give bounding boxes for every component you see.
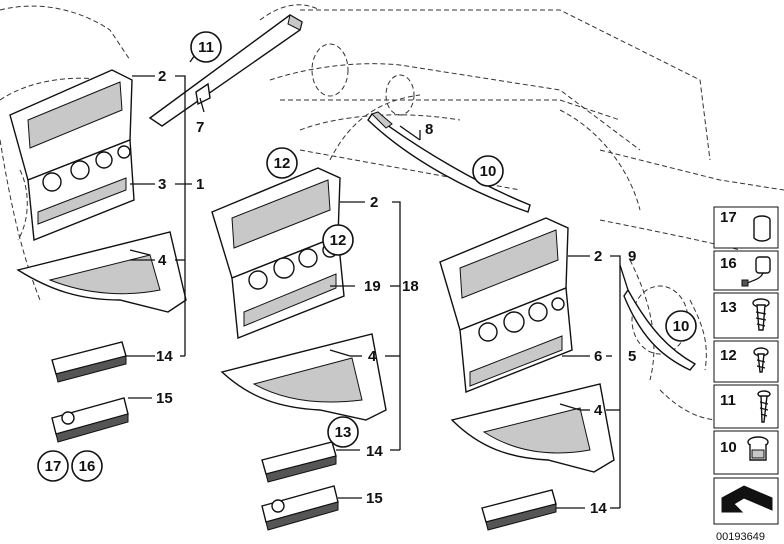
clip-icon — [747, 436, 769, 461]
circled-label-16: 16 — [71, 450, 103, 482]
small-trim-part — [623, 288, 697, 371]
side-part-10: 10 — [713, 430, 779, 475]
console-assembly-right — [439, 217, 615, 531]
label-2-left: 2 — [158, 68, 166, 85]
svg-text:16: 16 — [720, 255, 737, 272]
side-parts-legend: 17 16 13 — [713, 206, 779, 543]
circled-label-17: 17 — [37, 450, 69, 482]
reference-number: 00193649 — [716, 531, 765, 543]
svg-text:16: 16 — [79, 458, 96, 475]
svg-text:10: 10 — [720, 439, 737, 456]
trim-strip-part — [148, 14, 303, 127]
side-part-16: 16 — [713, 250, 779, 291]
side-part-17: 17 — [713, 206, 779, 249]
label-14-right: 14 — [590, 500, 607, 517]
label-3: 3 — [158, 176, 166, 193]
label-14-middle: 14 — [366, 443, 383, 460]
svg-text:12: 12 — [330, 232, 347, 249]
screw-icon — [752, 298, 770, 331]
label-8: 8 — [425, 121, 433, 138]
console-assembly-middle — [211, 167, 387, 531]
label-14-left: 14 — [156, 348, 173, 365]
label-4-right: 4 — [594, 402, 603, 419]
console-assembly-left — [9, 69, 187, 443]
side-part-12: 12 — [713, 340, 779, 383]
long-screw-icon — [757, 390, 771, 423]
label-9: 9 — [628, 248, 636, 265]
socket-cap-icon — [753, 215, 771, 242]
label-1: 1 — [196, 176, 204, 193]
svg-text:13: 13 — [720, 299, 737, 316]
leader-lines — [126, 51, 629, 509]
label-15-middle: 15 — [366, 490, 383, 507]
svg-text:17: 17 — [45, 458, 62, 475]
door-handle-part — [367, 111, 531, 213]
svg-text:12: 12 — [274, 155, 291, 172]
circled-label-12-side: 12 — [322, 224, 354, 256]
svg-text:13: 13 — [335, 424, 352, 441]
side-part-11: 11 — [713, 384, 779, 429]
svg-text:12: 12 — [720, 347, 737, 364]
circled-label-10-right: 10 — [665, 310, 697, 342]
circled-label-11: 11 — [190, 31, 222, 63]
circled-label-13: 13 — [327, 416, 359, 448]
svg-text:10: 10 — [673, 318, 690, 335]
label-2-middle: 2 — [370, 194, 378, 211]
circled-label-10-top: 10 — [472, 155, 504, 187]
arrow-icon — [721, 485, 773, 513]
label-19: 19 — [364, 278, 381, 295]
svg-text:11: 11 — [198, 39, 214, 56]
label-4-middle: 4 — [368, 348, 377, 365]
label-2-right: 2 — [594, 248, 602, 265]
label-7: 7 — [196, 119, 204, 136]
direction-arrow-panel — [713, 477, 779, 525]
label-18: 18 — [402, 278, 419, 295]
svg-text:11: 11 — [720, 392, 736, 409]
part-number-labels: 2 3 1 4 14 15 7 8 2 19 18 4 14 15 2 9 6 … — [156, 68, 636, 517]
label-6: 6 — [594, 348, 602, 365]
circled-label-12-top: 12 — [266, 147, 298, 179]
circled-labels: 11 12 12 10 10 13 17 16 — [37, 31, 697, 482]
svg-text:10: 10 — [480, 163, 497, 180]
label-5: 5 — [628, 348, 636, 365]
svg-text:17: 17 — [720, 209, 737, 226]
label-4-left: 4 — [158, 252, 167, 269]
side-part-13: 13 — [713, 292, 779, 339]
lighter-socket-icon — [741, 256, 771, 287]
label-15-left: 15 — [156, 390, 173, 407]
short-screw-icon — [753, 347, 769, 373]
